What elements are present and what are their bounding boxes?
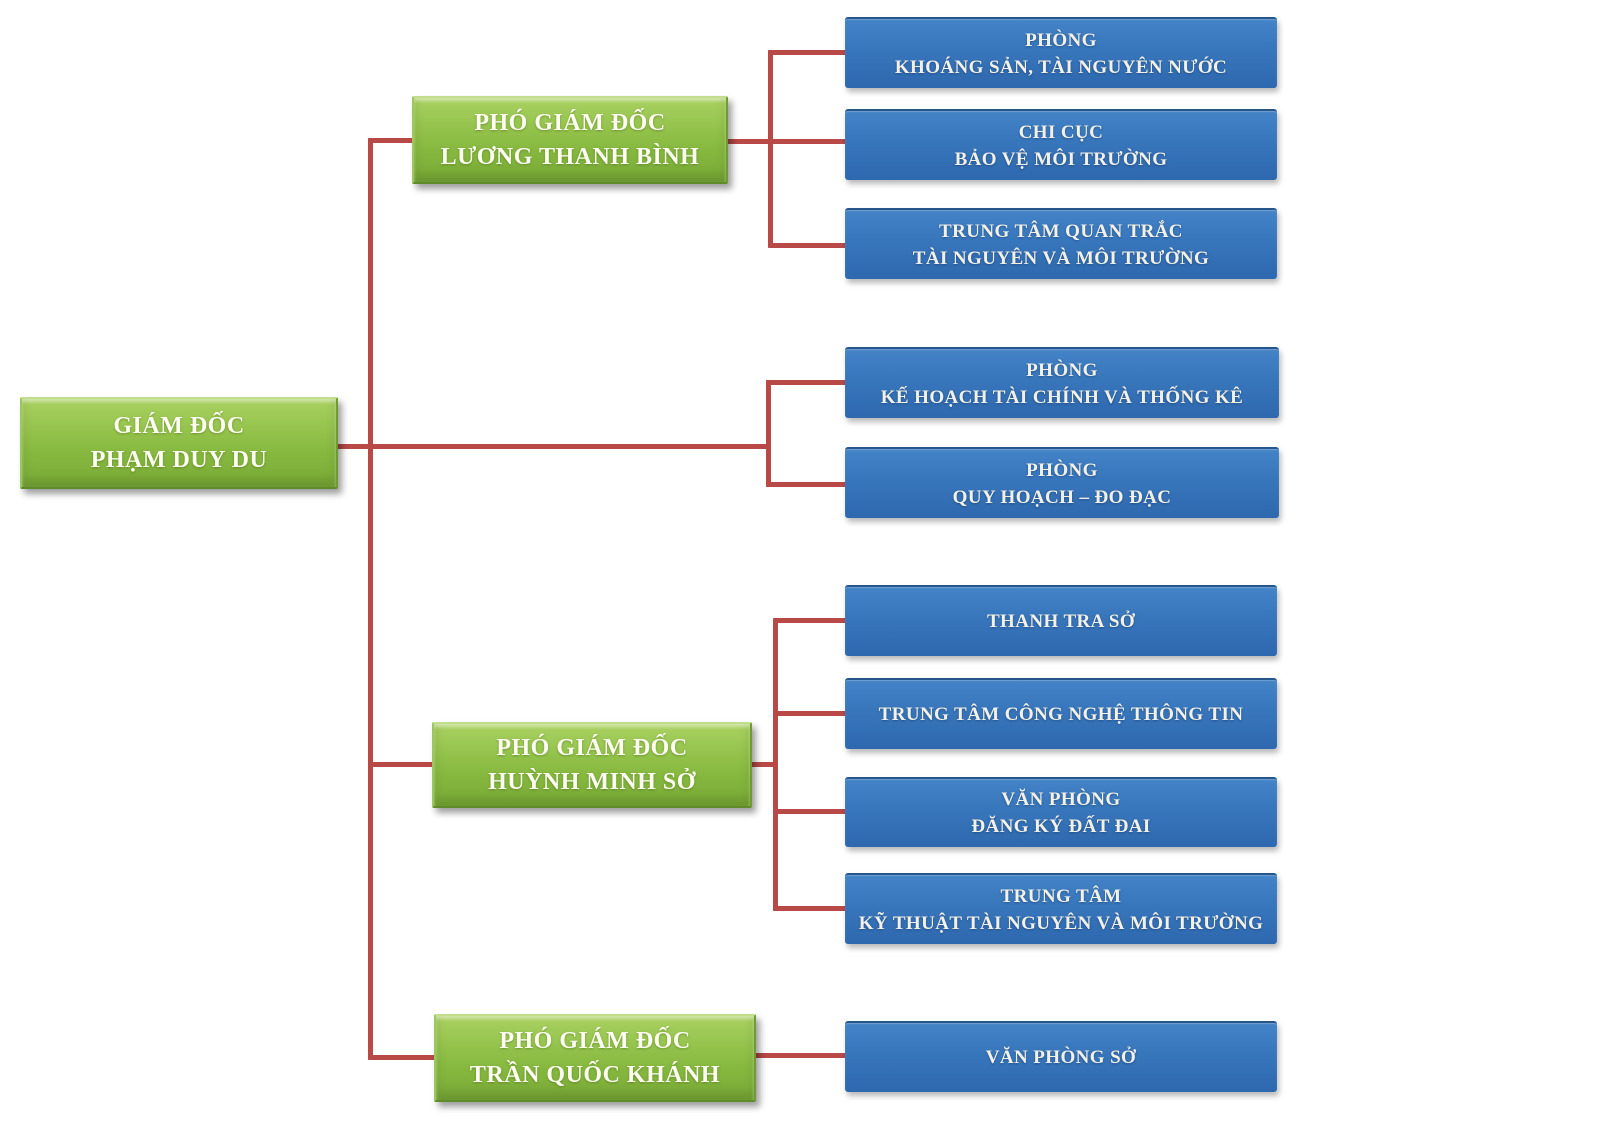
connector-dept6-stub: [773, 618, 848, 623]
node-deputy1-line2: LƯƠNG THANH BÌNH: [440, 144, 700, 170]
node-dept7: TRUNG TÂM CÔNG NGHỆ THÔNG TIN: [845, 678, 1277, 749]
node-director: GIÁM ĐỐC PHẠM DUY DU: [20, 397, 338, 489]
node-dept10-line1: VĂN PHÒNG SỞ: [985, 1047, 1137, 1068]
connector-deputy3-left: [368, 1055, 440, 1060]
node-deputy1: PHÓ GIÁM ĐỐC LƯƠNG THANH BÌNH: [412, 96, 728, 184]
node-dept6-line1: THANH TRA SỞ: [986, 611, 1136, 632]
connector-deputy2-left: [368, 762, 438, 767]
node-dept2-line2: BẢO VỆ MÔI TRƯỜNG: [954, 148, 1168, 170]
connector-dept8-stub: [773, 809, 848, 814]
connector-bracket-mid-vertical: [766, 380, 771, 487]
connector-dept3-stub: [768, 243, 848, 248]
node-dept9-line2: KỸ THUẬT TÀI NGUYÊN VÀ MÔI TRƯỜNG: [858, 912, 1264, 934]
connector-bracket1-vertical: [768, 50, 773, 248]
connector-dept4-stub: [766, 380, 848, 385]
node-dept4-line1: PHÒNG: [1026, 359, 1098, 381]
connector-dept9-stub: [773, 906, 848, 911]
connector-bracket2-vertical: [773, 618, 778, 911]
node-dept8: VĂN PHÒNG ĐĂNG KÝ ĐẤT ĐAI: [845, 777, 1277, 847]
node-dept10: VĂN PHÒNG SỞ: [845, 1021, 1277, 1092]
connector-director-horizontal: [336, 444, 770, 449]
node-director-line1: GIÁM ĐỐC: [113, 413, 245, 439]
node-deputy3-line2: TRẦN QUỐC KHÁNH: [469, 1062, 721, 1088]
node-dept4-line2: KẾ HOẠCH TÀI CHÍNH VÀ THỐNG KÊ: [880, 386, 1244, 408]
node-dept5: PHÒNG QUY HOẠCH – ĐO ĐẠC: [845, 447, 1279, 518]
connector-dept5-stub: [766, 482, 848, 487]
node-dept8-line1: VĂN PHÒNG: [1001, 789, 1121, 810]
node-dept7-line1: TRUNG TÂM CÔNG NGHỆ THÔNG TIN: [878, 704, 1244, 725]
node-dept9-line1: TRUNG TÂM: [1000, 885, 1122, 907]
node-deputy2-line1: PHÓ GIÁM ĐỐC: [496, 735, 688, 761]
node-deputy3-line1: PHÓ GIÁM ĐỐC: [499, 1028, 691, 1054]
connector-dept7-stub: [773, 711, 848, 716]
node-dept3: TRUNG TÂM QUAN TRẮC TÀI NGUYÊN VÀ MÔI TR…: [845, 208, 1277, 279]
node-dept9: TRUNG TÂM KỸ THUẬT TÀI NGUYÊN VÀ MÔI TRƯ…: [845, 873, 1277, 944]
node-dept8-line2: ĐĂNG KÝ ĐẤT ĐAI: [971, 816, 1151, 837]
connector-trunk-vertical: [368, 138, 373, 1060]
node-dept6: THANH TRA SỞ: [845, 585, 1277, 656]
node-dept3-line1: TRUNG TÂM QUAN TRẮC: [939, 220, 1183, 242]
node-dept1-line1: PHÒNG: [1025, 29, 1097, 51]
connector-deputy1-right: [726, 139, 848, 144]
node-dept2: CHI CỤC BẢO VỆ MÔI TRƯỜNG: [845, 109, 1277, 180]
node-dept5-line1: PHÒNG: [1026, 459, 1098, 481]
connector-dept1-stub: [768, 50, 848, 55]
node-dept1-line2: KHOÁNG SẢN, TÀI NGUYÊN NƯỚC: [894, 56, 1228, 78]
node-deputy2-line2: HUỲNH MINH SỞ: [488, 769, 696, 795]
node-dept4: PHÒNG KẾ HOẠCH TÀI CHÍNH VÀ THỐNG KÊ: [845, 347, 1279, 418]
node-dept5-line2: QUY HOẠCH – ĐO ĐẠC: [952, 486, 1172, 508]
node-dept2-line1: CHI CỤC: [1018, 121, 1104, 143]
node-deputy3: PHÓ GIÁM ĐỐC TRẦN QUỐC KHÁNH: [434, 1014, 756, 1102]
node-dept1: PHÒNG KHOÁNG SẢN, TÀI NGUYÊN NƯỚC: [845, 17, 1277, 88]
connector-deputy2-right: [750, 762, 778, 767]
node-director-line2: PHẠM DUY DU: [90, 447, 268, 473]
node-deputy1-line1: PHÓ GIÁM ĐỐC: [474, 110, 666, 136]
connector-deputy1-left: [368, 138, 418, 143]
node-dept3-line2: TÀI NGUYÊN VÀ MÔI TRƯỜNG: [912, 247, 1210, 269]
node-deputy2: PHÓ GIÁM ĐỐC HUỲNH MINH SỞ: [432, 722, 752, 808]
connector-deputy3-right: [754, 1053, 848, 1058]
